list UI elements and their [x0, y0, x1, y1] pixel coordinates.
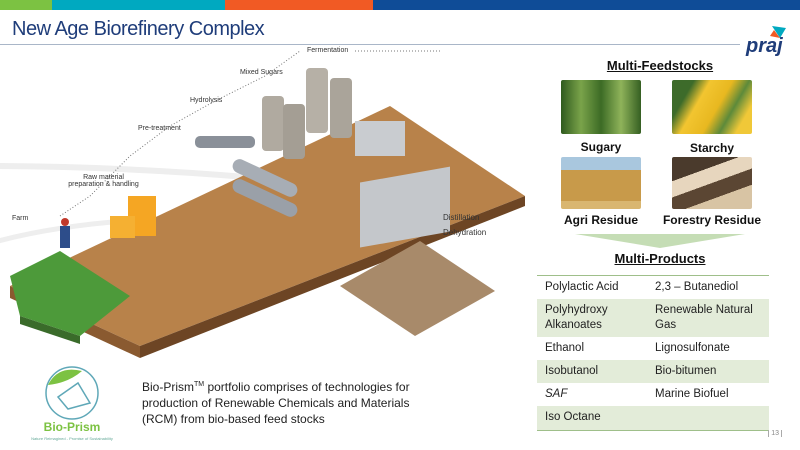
label-raw-material-line2: preparation & handling	[68, 181, 139, 188]
table-row: Ethanol Lignosulfonate	[537, 337, 769, 360]
product-cell: Marine Biofuel	[655, 388, 729, 400]
trademark: TM	[194, 381, 205, 388]
desc-text: portfolio comprises of technologies for …	[142, 380, 410, 426]
biorefinery-illustration	[0, 50, 525, 358]
label-raw-material-line1: Raw material	[83, 174, 124, 181]
label-distillation: Distillation	[443, 213, 480, 222]
color-bar-blue	[373, 0, 800, 10]
table-row: Iso Octane	[537, 406, 769, 430]
product-cell: Polyhydroxy Alkanoates	[537, 299, 647, 337]
color-bar-green	[0, 0, 52, 10]
bio-prism-description: Bio-PrismTM portfolio comprises of techn…	[142, 377, 412, 427]
bio-prism-logo	[45, 366, 99, 420]
product-cell: 2,3 – Butanediol	[655, 281, 739, 293]
bio-prism-name: Bio-Prism	[43, 420, 101, 434]
product-cell	[647, 406, 769, 430]
multi-products-heading: Multi-Products	[614, 251, 706, 266]
color-bar-orange	[225, 0, 373, 10]
feedstock-label-sugary: Sugary	[580, 140, 622, 154]
feedstock-label-forestry-residue: Forestry Residue	[662, 213, 762, 227]
product-cell: Bio-bitumen	[647, 360, 769, 383]
product-cell: Renewable Natural Gas	[647, 299, 769, 337]
label-dehydration: Dehydration	[443, 228, 487, 237]
bio-prism-tagline: Nature Reimagined - Promise of Sustainab…	[31, 436, 113, 441]
multi-feedstocks-heading: Multi-Feedstocks	[606, 58, 714, 73]
sugarcane-image	[561, 80, 641, 134]
svg-text:praj: praj	[745, 35, 783, 56]
product-cell: SAF	[545, 388, 568, 400]
label-mixed-sugars: Mixed Sugars	[240, 69, 283, 76]
table-row: SAF Marine Biofuel	[537, 383, 769, 406]
product-cell: Polylactic Acid	[545, 281, 619, 293]
down-arrow-shape	[575, 234, 745, 248]
table-row: Polylactic Acid 2,3 – Butanediol	[537, 276, 769, 300]
hay-bales-image	[561, 157, 641, 209]
product-cell: Isobutanol	[537, 360, 647, 383]
feedstock-label-agri-residue: Agri Residue	[563, 213, 638, 227]
page-number: 13	[768, 430, 782, 437]
desc-prefix: Bio-Prism	[142, 380, 195, 394]
product-cell: Ethanol	[545, 342, 585, 354]
label-fermentation: Fermentation	[307, 47, 349, 54]
color-bar-teal	[52, 0, 225, 10]
label-hydrolysis: Hydrolysis	[190, 97, 223, 104]
product-cell: Iso Octane	[537, 406, 647, 430]
corn-image	[672, 80, 752, 134]
page-title: New Age Biorefinery Complex	[12, 18, 265, 40]
logs-image	[672, 157, 752, 209]
feedstock-label-starchy: Starchy	[689, 141, 735, 155]
products-table: Polylactic Acid 2,3 – Butanediol Polyhydr…	[537, 275, 769, 431]
label-farm: Farm	[12, 215, 29, 222]
title-divider	[0, 44, 740, 45]
label-pre-treatment: Pre-treatment	[138, 125, 181, 132]
praj-logo: praj	[744, 24, 794, 57]
product-cell: Lignosulfonate	[655, 342, 730, 354]
